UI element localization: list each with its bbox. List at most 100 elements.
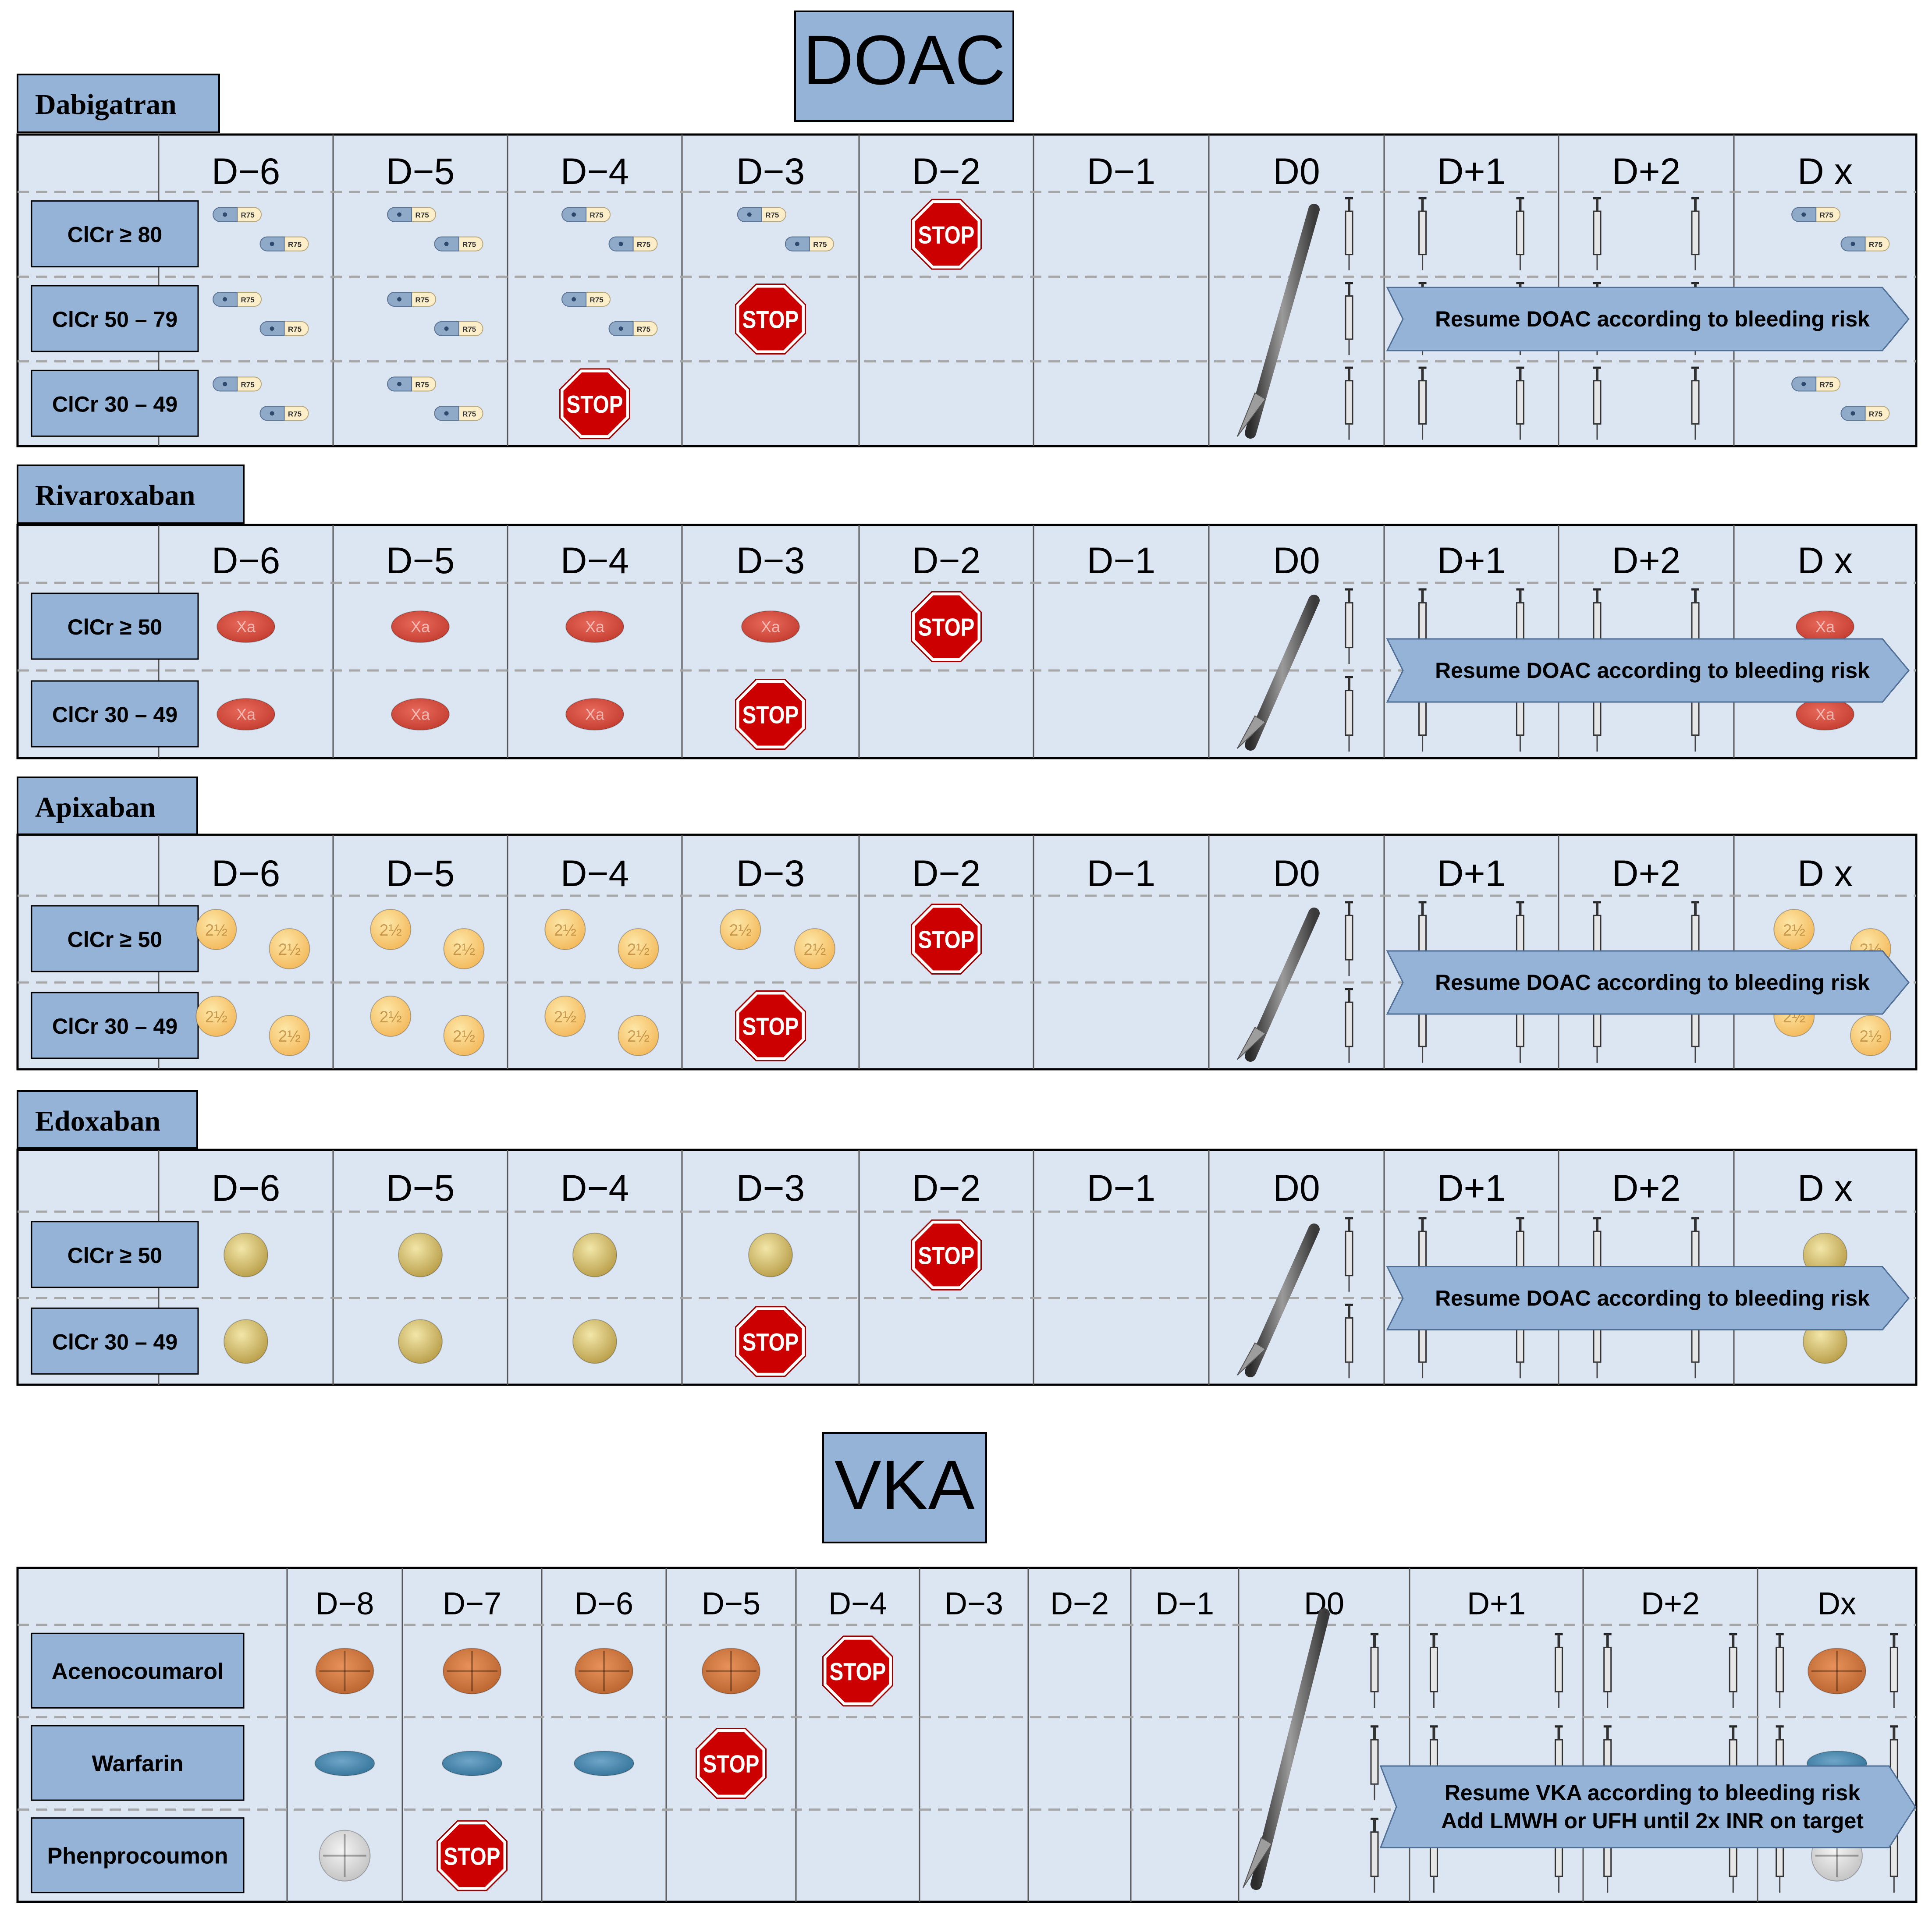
apixaban-pill-icon: 2½ bbox=[544, 909, 586, 950]
scalpel-icon bbox=[1243, 1608, 1330, 1890]
day-label: D−8 bbox=[315, 1586, 374, 1621]
acenocoumarol-pill-icon bbox=[1808, 1648, 1866, 1695]
stop-sign-text: STOP bbox=[742, 306, 799, 334]
syringe-icon bbox=[1370, 1633, 1379, 1708]
day-label: D−7 bbox=[443, 1586, 501, 1621]
day-label: D0 bbox=[1273, 853, 1320, 894]
clcr-row-label: ClCr 30 – 49 bbox=[31, 992, 199, 1059]
edoxaban-pill-icon bbox=[398, 1232, 443, 1277]
stop-sign-icon: STOP bbox=[559, 368, 630, 440]
apixaban-pill-icon: 2½ bbox=[443, 928, 485, 969]
pill-imprint: R75 bbox=[637, 241, 650, 249]
pill-imprint: R75 bbox=[813, 241, 827, 249]
resume-doac-arrow: Resume DOAC according to bleeding risk bbox=[1386, 1266, 1910, 1330]
clcr-row-label: ClCr 30 – 49 bbox=[31, 369, 199, 437]
day-label: D−2 bbox=[1050, 1586, 1109, 1621]
syringe-icon bbox=[1345, 366, 1353, 440]
rivaroxaban-pill-icon: Xa bbox=[1796, 610, 1854, 643]
pill-imprint: R75 bbox=[416, 211, 429, 220]
stop-sign-icon: STOP bbox=[437, 1820, 508, 1891]
pill-imprint: R75 bbox=[462, 241, 476, 249]
syringe-icon bbox=[1516, 366, 1524, 440]
pill-imprint: Xa bbox=[411, 706, 430, 723]
clcr-row-label: ClCr 30 – 49 bbox=[31, 1307, 199, 1375]
stop-sign-text: STOP bbox=[567, 391, 623, 418]
apixaban-pill-icon: 2½ bbox=[1850, 1015, 1891, 1056]
day-label: D0 bbox=[1273, 1167, 1320, 1209]
edoxaban-pill-icon bbox=[572, 1232, 617, 1277]
acenocoumarol-pill-icon bbox=[702, 1648, 760, 1695]
stop-sign-icon: STOP bbox=[696, 1728, 767, 1799]
pill-imprint: Xa bbox=[585, 706, 605, 723]
stop-sign-icon: STOP bbox=[911, 591, 982, 662]
day-label: D−3 bbox=[736, 1167, 805, 1209]
resume-text: Resume DOAC according to bleeding risk bbox=[1435, 970, 1870, 995]
stop-sign-text: STOP bbox=[918, 926, 975, 954]
day-label: D−1 bbox=[1087, 540, 1155, 581]
rivaroxaban-pill-icon: Xa bbox=[391, 610, 450, 643]
rivaroxaban-pill-icon: Xa bbox=[565, 698, 624, 731]
apixaban-pill-icon: 2½ bbox=[544, 996, 586, 1037]
drug-name: Rivaroxaban bbox=[35, 479, 195, 511]
rivaroxaban-pill-icon: Xa bbox=[391, 698, 450, 731]
day-label: D x bbox=[1797, 151, 1853, 192]
resume-doac-arrow: Resume DOAC according to bleeding risk bbox=[1386, 287, 1910, 351]
clcr-label-text: ClCr ≥ 50 bbox=[67, 927, 162, 952]
drug-name-tab: Rivaroxaban bbox=[17, 465, 245, 524]
edoxaban-pill-icon bbox=[572, 1319, 617, 1364]
syringe-icon bbox=[1691, 366, 1700, 440]
day-label: D+1 bbox=[1467, 1586, 1526, 1621]
capsule-pill-icon: R75 bbox=[608, 236, 658, 252]
pill-imprint: 2½ bbox=[554, 921, 576, 939]
drug-name-tab: Dabigatran bbox=[17, 74, 220, 133]
capsule-pill-icon: R75 bbox=[1791, 207, 1841, 222]
day-label: Dx bbox=[1818, 1586, 1856, 1621]
pill-imprint: R75 bbox=[1869, 410, 1882, 418]
syringe-icon bbox=[1345, 676, 1353, 752]
pill-imprint: 2½ bbox=[278, 1027, 301, 1045]
syringe-icon bbox=[1345, 1217, 1353, 1292]
syringe-icon bbox=[1729, 1633, 1737, 1708]
pill-imprint: 2½ bbox=[278, 940, 301, 958]
edoxaban-pill-icon bbox=[398, 1319, 443, 1364]
clcr-row-label: ClCr ≥ 50 bbox=[31, 905, 199, 972]
pill-imprint: Xa bbox=[236, 706, 256, 723]
apixaban-pill-icon: 2½ bbox=[269, 928, 310, 969]
clcr-row-label: ClCr ≥ 50 bbox=[31, 1221, 199, 1288]
resume-text: Add LMWH or UFH until 2x INR on target bbox=[1441, 1809, 1864, 1833]
syringe-icon bbox=[1345, 282, 1353, 355]
scalpel-icon bbox=[1237, 204, 1320, 439]
apixaban-pill-icon: 2½ bbox=[195, 996, 237, 1037]
capsule-pill-icon: R75 bbox=[213, 207, 262, 222]
day-label: D+1 bbox=[1437, 853, 1506, 894]
day-label: D−3 bbox=[945, 1586, 1003, 1621]
day-label: D+2 bbox=[1612, 151, 1680, 192]
vka-title: VKA bbox=[835, 1446, 975, 1524]
apixaban-pill-icon: 2½ bbox=[443, 1015, 485, 1056]
pill-imprint: R75 bbox=[241, 296, 255, 304]
day-label: D−4 bbox=[561, 1167, 629, 1209]
pill-imprint: 2½ bbox=[205, 1008, 227, 1026]
pill-imprint: 2½ bbox=[627, 1027, 650, 1045]
day-label: D−1 bbox=[1087, 853, 1155, 894]
drug-name: Apixaban bbox=[35, 791, 156, 823]
syringe-icon bbox=[1429, 1633, 1438, 1708]
apixaban-pill-icon: 2½ bbox=[618, 1015, 659, 1056]
doac-title-box: DOAC bbox=[794, 11, 1014, 122]
pill-imprint: R75 bbox=[288, 325, 302, 333]
syringe-icon bbox=[1593, 366, 1602, 440]
pill-imprint: 2½ bbox=[380, 921, 402, 939]
resume-vka-arrow: Resume VKA according to bleeding riskAdd… bbox=[1379, 1765, 1916, 1848]
pill-imprint: R75 bbox=[1820, 380, 1833, 389]
pill-imprint: R75 bbox=[765, 211, 779, 220]
pill-imprint: 2½ bbox=[1859, 1027, 1882, 1045]
stop-sign-text: STOP bbox=[830, 1658, 886, 1686]
day-label: D−6 bbox=[212, 151, 280, 192]
clcr-label-text: ClCr 30 – 49 bbox=[52, 392, 178, 416]
syringe-icon bbox=[1345, 1303, 1353, 1379]
apixaban-pill-icon: 2½ bbox=[269, 1015, 310, 1056]
day-label: D−6 bbox=[212, 1167, 280, 1209]
day-label: D+1 bbox=[1437, 1167, 1506, 1209]
